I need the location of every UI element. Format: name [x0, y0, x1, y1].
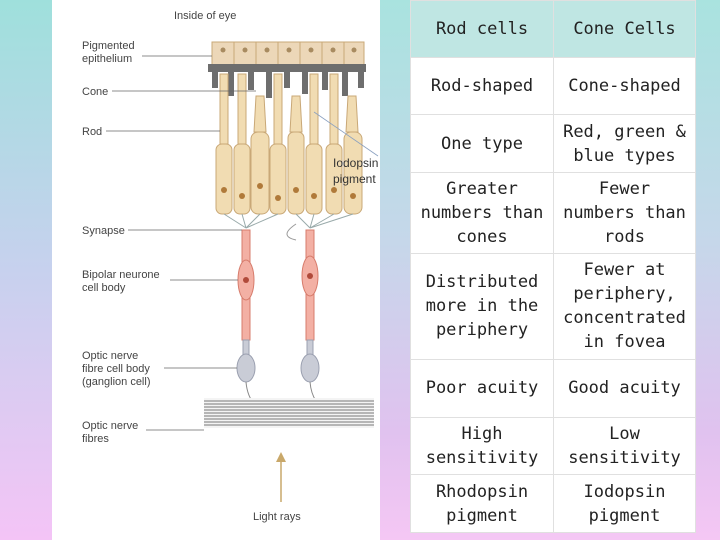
- svg-text:Synapse: Synapse: [82, 225, 125, 237]
- retina-diagram-svg: Inside of eye: [82, 10, 379, 523]
- iodopsin-callout: Iodopsin pigment: [333, 155, 378, 187]
- table-cell: Rhodopsin pigment: [410, 474, 554, 533]
- photoreceptor-layer: [215, 73, 363, 241]
- table-row: One type Red, green & blue types: [410, 114, 696, 173]
- table-cell: Low sensitivity: [553, 416, 696, 476]
- table-cell: Cone-shaped: [553, 56, 696, 116]
- header-rod-cells: Rod cells: [410, 0, 554, 58]
- synapse-label: Synapse: [82, 225, 242, 237]
- table-cell: Distributed more in the periphery: [410, 252, 554, 361]
- callout-leader-line: [313, 111, 379, 157]
- left-decorative-stripe: [0, 0, 52, 540]
- inside-of-eye-label: Inside of eye: [174, 10, 236, 22]
- cone-label-text: Cone: [82, 86, 108, 98]
- rod-label: Rod: [82, 126, 220, 138]
- fibres-label-line1: Optic nerve: [82, 420, 138, 432]
- table-cell: Poor acuity: [410, 359, 554, 418]
- cone-label: Cone: [82, 86, 256, 98]
- table-cell: Rod-shaped: [410, 56, 554, 116]
- table-row: Rod-shaped Cone-shaped: [410, 56, 696, 116]
- table-row: Rhodopsin pigment Iodopsin pigment: [410, 474, 696, 533]
- table-cell: Fewer at periphery, concentrated in fove…: [553, 252, 696, 361]
- svg-text:Pigmented: Pigmented: [82, 40, 135, 52]
- callout-line2: pigment: [333, 172, 376, 186]
- svg-text:cell body: cell body: [82, 282, 126, 294]
- bipolar-label-line2: cell body: [82, 282, 126, 294]
- table-header-row: Rod cells Cone Cells: [410, 0, 696, 58]
- svg-text:Rod: Rod: [82, 126, 102, 138]
- svg-text:Bipolar neurone: Bipolar neurone: [82, 269, 160, 281]
- ganglion-label-line1: Optic nerve: [82, 350, 138, 362]
- svg-text:Optic nerve: Optic nerve: [82, 420, 138, 432]
- svg-text:fibres: fibres: [82, 433, 109, 445]
- bipolar-neurones: [237, 229, 319, 341]
- table-row: Distributed more in the periphery Fewer …: [410, 252, 696, 361]
- light-rays-label: Light rays: [253, 511, 301, 523]
- bipolar-label-line1: Bipolar neurone: [82, 269, 160, 281]
- ganglion-label: Optic nerve fibre cell body (ganglion ce…: [82, 350, 237, 388]
- svg-text:epithelium: epithelium: [82, 53, 132, 65]
- bipolar-label: Bipolar neurone cell body: [82, 269, 238, 294]
- rod-cone-comparison-table: Rod cells Cone Cells Rod-shaped Cone-sha…: [410, 0, 696, 533]
- retina-diagram: Inside of eye: [52, 0, 380, 540]
- pigmented-epithelium-label: Pigmented epithelium: [82, 40, 212, 65]
- table-cell: Fewer numbers than rods: [553, 171, 696, 254]
- table-cell: Red, green & blue types: [553, 114, 696, 173]
- pigmented-label-line1: Pigmented: [82, 40, 135, 52]
- svg-text:(ganglion cell): (ganglion cell): [82, 376, 150, 388]
- svg-text:fibre cell body: fibre cell body: [82, 363, 150, 375]
- table-row: High sensitivity Low sensitivity: [410, 416, 696, 476]
- pigmented-label-line2: epithelium: [82, 53, 132, 65]
- svg-text:Optic nerve: Optic nerve: [82, 350, 138, 362]
- table-cell: Good acuity: [553, 359, 696, 418]
- table-cell: Greater numbers than cones: [410, 171, 554, 254]
- ganglion-label-line3: (ganglion cell): [82, 376, 150, 388]
- header-cone-cells: Cone Cells: [553, 0, 696, 58]
- table-cell: Iodopsin pigment: [553, 474, 696, 533]
- rod-label-text: Rod: [82, 126, 102, 138]
- table-cell: High sensitivity: [410, 416, 554, 476]
- optic-nerve-fibres: [204, 398, 374, 428]
- callout-line1: Iodopsin: [333, 156, 379, 170]
- fibres-label-line2: fibres: [82, 433, 109, 445]
- table-row: Greater numbers than cones Fewer numbers…: [410, 171, 696, 254]
- table-row: Poor acuity Good acuity: [410, 359, 696, 418]
- pigmented-epithelium: [208, 41, 366, 98]
- table-cell: One type: [410, 114, 554, 173]
- optic-fibres-label: Optic nerve fibres: [82, 420, 204, 445]
- svg-text:Cone: Cone: [82, 86, 108, 98]
- light-ray-arrow: [276, 452, 286, 502]
- ganglion-label-line2: fibre cell body: [82, 363, 150, 375]
- synapse-label-text: Synapse: [82, 225, 125, 237]
